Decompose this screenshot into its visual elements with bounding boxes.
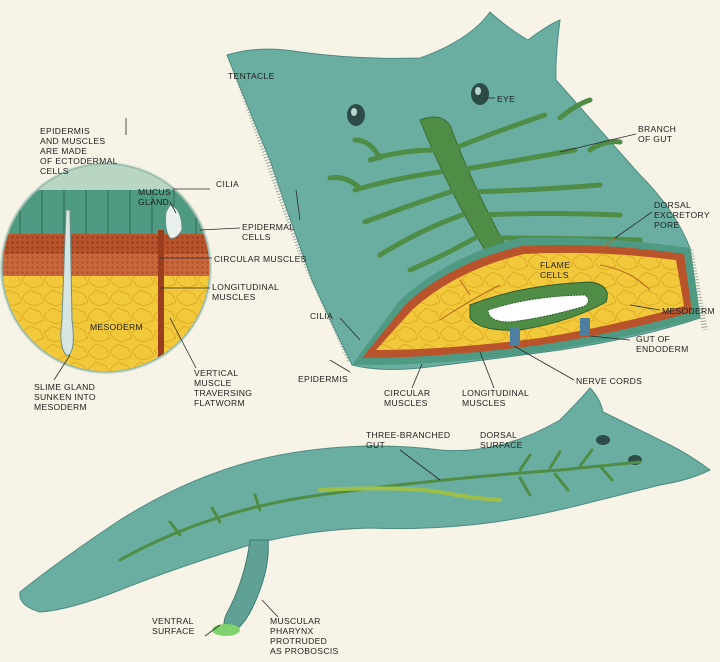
label-longitudinal-muscles-bottom: LONGITUDINAL MUSCLES xyxy=(462,388,530,408)
vertical-muscle xyxy=(158,230,164,370)
label-eye: EYE xyxy=(497,94,516,104)
label-longitudinal-muscles-mid: LONGITUDINAL MUSCLES xyxy=(212,282,280,302)
label-epidermis-note: EPIDERMIS AND MUSCLES ARE MADE OF ECTODE… xyxy=(40,126,118,176)
flatworm-body xyxy=(19,387,711,613)
slime-gland xyxy=(60,209,74,357)
label-three-branched-gut: THREE-BRANCHED GUT xyxy=(366,430,451,450)
nerve-cord-left xyxy=(510,328,520,346)
label-nerve-cords: NERVE CORDS xyxy=(576,376,643,386)
label-slime-gland: SLIME GLAND SUNKEN INTO MESODERM xyxy=(34,382,96,412)
label-dorsal-excretory-pore: DORSAL EXCRETORY PORE xyxy=(654,200,710,230)
label-epidermal-cells: EPIDERMAL CELLS xyxy=(242,222,295,242)
label-cilia-left: CILIA xyxy=(310,311,333,321)
label-cilia-top: CILIA xyxy=(216,179,239,189)
nerve-cord-right xyxy=(580,318,590,336)
label-circular-muscles-bottom: CIRCULAR MUSCLES xyxy=(384,388,431,408)
label-vertical-muscle: VERTICAL MUSCLE TRAVERSING FLATWORM xyxy=(194,368,253,408)
eye-right xyxy=(471,83,489,105)
label-muscular-pharynx: MUSCULAR PHARYNX PROTRUDED AS PROBOSCIS xyxy=(270,616,339,656)
whole-flatworm xyxy=(19,387,711,636)
mucus-gland xyxy=(165,204,183,239)
cross-section-block xyxy=(226,11,708,370)
label-mesoderm-inset: MESODERM xyxy=(90,322,144,332)
gut-branches xyxy=(327,97,643,273)
label-circular-muscles-mid: CIRCULAR MUSCLES xyxy=(214,254,307,264)
epidermal-cell-layer xyxy=(2,190,210,234)
label-mesoderm-right: MESODERM xyxy=(662,306,716,316)
leader-lines xyxy=(53,97,661,637)
label-dorsal-surface: DORSAL SURFACE xyxy=(480,430,523,450)
label-gut-of-endoderm: GUT OF ENDODERM xyxy=(636,334,689,354)
pharynx xyxy=(223,539,269,633)
label-mucus-gland: MUCUS GLAND xyxy=(138,187,172,207)
label-branch-of-gut: BRANCH OF GUT xyxy=(638,124,677,144)
label-flame-cells: FLAME CELLS xyxy=(540,260,571,280)
label-ventral-surface: VENTRAL SURFACE xyxy=(152,616,195,636)
label-epidermis-bottom: EPIDERMIS xyxy=(298,374,348,384)
label-tentacle: TENTACLE xyxy=(228,71,275,81)
eye-left xyxy=(347,104,365,126)
worm-gut xyxy=(118,448,642,562)
worm-eye-left xyxy=(596,435,610,445)
tissue-inset xyxy=(0,162,212,374)
